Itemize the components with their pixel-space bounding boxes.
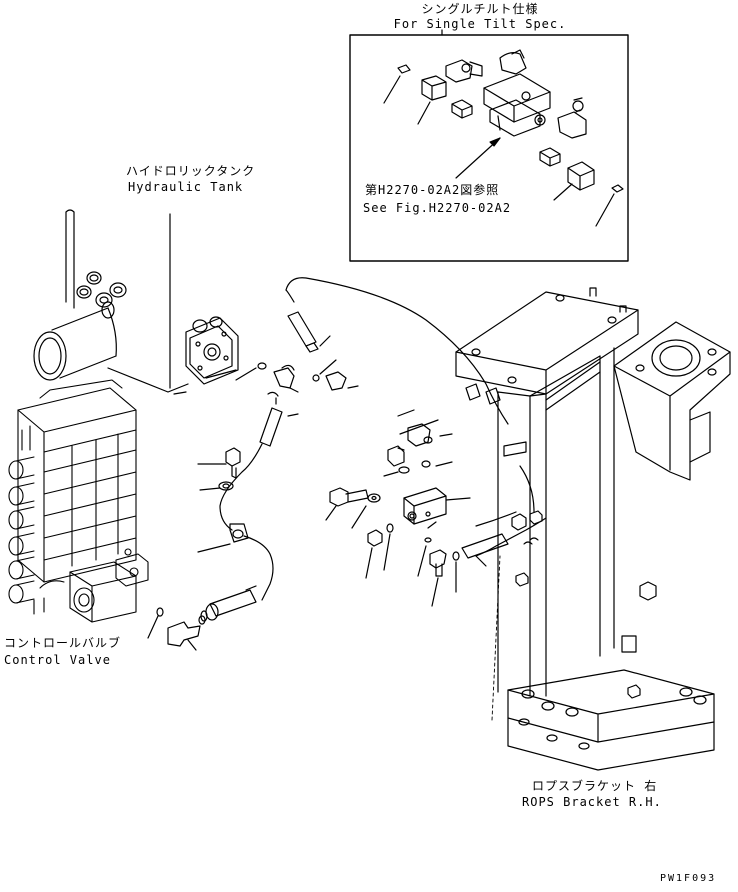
- control-valve-drawing: [8, 379, 149, 623]
- hydraulic-tank-label-jp: ハイドロリックタンク: [126, 164, 256, 178]
- drawing-code: PW1F093: [660, 873, 717, 884]
- see-fig-label-jp: 第H2270-02A2図参照: [365, 183, 500, 197]
- rops-bracket-label-en: ROPS Bracket R.H.: [522, 795, 662, 809]
- rops-bracket-drawing: [455, 287, 731, 771]
- single-tilt-label-jp: シングルチルト仕様: [421, 2, 539, 16]
- rops-bracket-label-jp: ロプスブラケット 右: [532, 779, 658, 793]
- control-valve-label-en: Control Valve: [4, 653, 111, 667]
- left-callout-parts: [197, 447, 241, 553]
- single-tilt-inset: [349, 34, 629, 262]
- hydraulic-tank-area: [33, 209, 299, 395]
- control-valve-label-jp: コントロールバルブ: [4, 636, 122, 650]
- hydraulic-tank-label-en: Hydraulic Tank: [128, 180, 244, 194]
- hose-lines: [147, 277, 547, 651]
- bracket-valve-parts: [325, 409, 509, 607]
- see-fig-label-en: See Fig.H2270-02A2: [363, 201, 512, 215]
- single-tilt-label-en: For Single Tilt Spec.: [393, 17, 567, 31]
